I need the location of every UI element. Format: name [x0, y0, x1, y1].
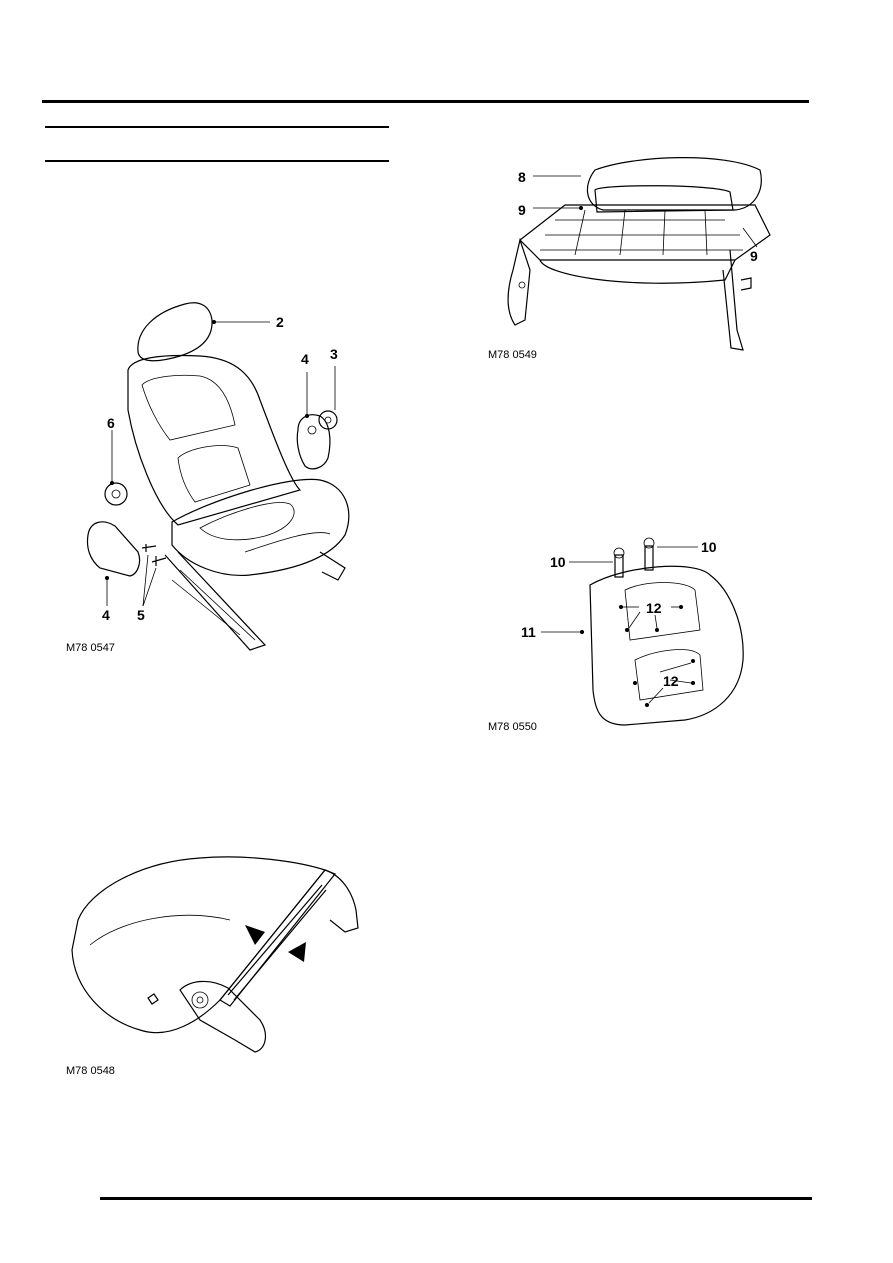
callout-10-right: 10	[701, 539, 717, 555]
callout-12-lower: 12	[663, 673, 679, 689]
figure-id-0550: M78 0550	[488, 721, 537, 733]
seat-base-drawing	[507, 157, 771, 351]
figure-seat-cushion: M78 0548	[60, 850, 380, 1080]
callout-10-left: 10	[550, 554, 566, 570]
figure-seat-base: 8 9 9 M78 0549	[485, 150, 785, 370]
callout-11: 11	[521, 624, 536, 640]
section-rule-top	[45, 126, 389, 128]
callout-12-upper: 12	[646, 600, 662, 616]
callout-5: 5	[137, 607, 145, 623]
figure-seat-assembly: 2 4 3 6 4 5 M78 0547	[60, 290, 390, 670]
figure-id-0547: M78 0547	[66, 642, 115, 654]
figure-backrest: 10 10 11 12 12 M78 0550	[485, 530, 765, 740]
callout-8: 8	[518, 169, 526, 185]
figure-id-0548: M78 0548	[66, 1065, 115, 1077]
callout-4-left: 4	[102, 607, 110, 623]
header-rule	[42, 100, 809, 103]
figure-id-0549: M78 0549	[488, 349, 537, 361]
seat-drawing	[86, 302, 350, 651]
callout-6: 6	[107, 415, 115, 431]
callout-9-right: 9	[750, 248, 758, 264]
section-rule-bottom	[45, 160, 389, 162]
callout-3: 3	[330, 346, 338, 362]
callout-9-left: 9	[518, 202, 526, 218]
backrest-drawing	[541, 537, 744, 726]
callout-4-right: 4	[301, 351, 309, 367]
callout-2: 2	[276, 314, 284, 330]
cushion-drawing	[71, 856, 359, 1053]
footer-rule	[100, 1197, 812, 1200]
